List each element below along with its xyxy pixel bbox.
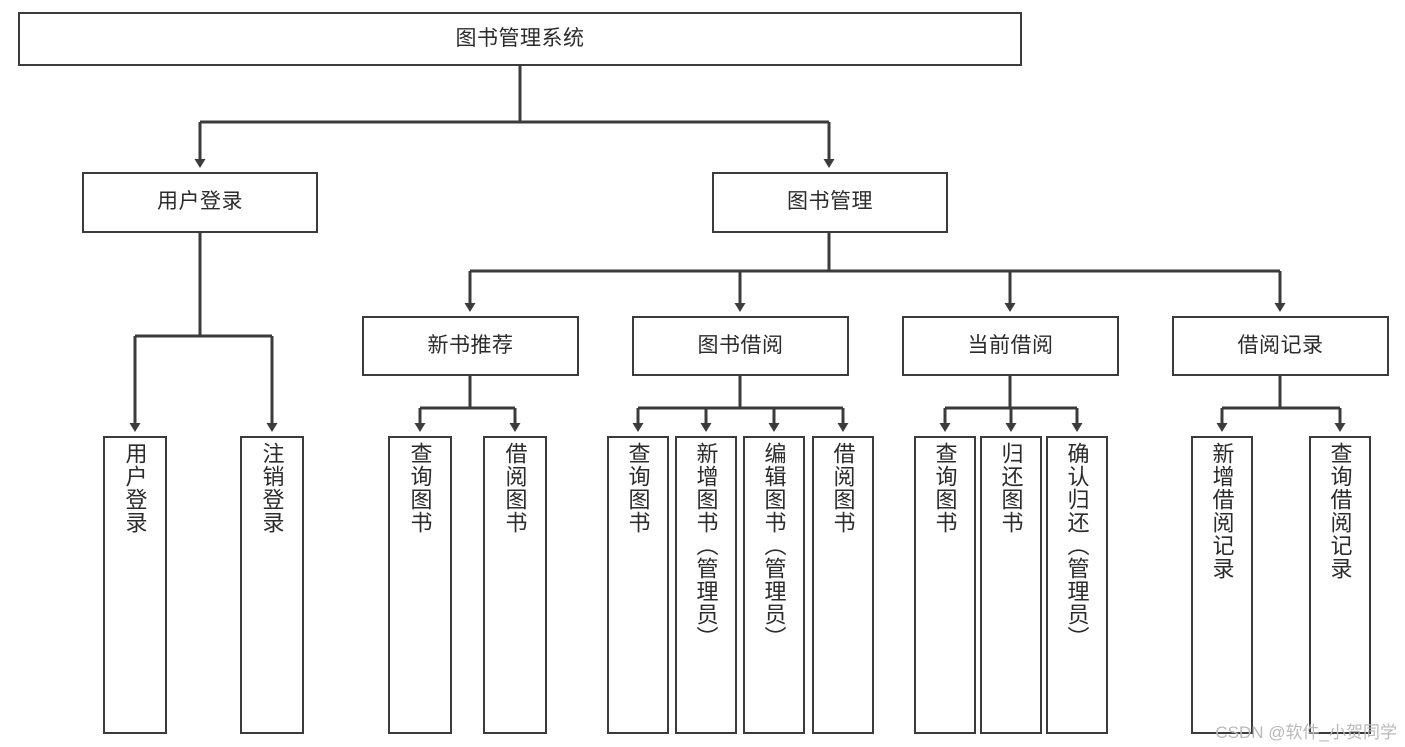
leaf-user-login-login[interactable]: 用户登录 <box>103 436 167 734</box>
node-root-label: 图书管理系统 <box>455 26 585 50</box>
leaf-current-borrow-query-book[interactable]: 查询图书 <box>914 436 976 734</box>
node-current-borrow-label: 当前借阅 <box>967 333 1054 357</box>
leaf-label: 用户登录 <box>122 442 148 534</box>
leaf-label: 新增借阅记录 <box>1209 442 1235 580</box>
node-book-management[interactable]: 图书管理 <box>712 172 948 233</box>
leaf-label: 注销登录 <box>259 442 285 534</box>
node-user-login-label: 用户登录 <box>157 190 243 214</box>
leaf-book-borrow-add-book-admin[interactable]: 新增图书（管理员） <box>675 436 737 734</box>
node-user-login[interactable]: 用户登录 <box>82 172 318 233</box>
node-current-borrow[interactable]: 当前借阅 <box>902 316 1119 376</box>
leaf-new-book-query-book[interactable]: 查询图书 <box>388 436 452 734</box>
leaf-label: 归还图书 <box>998 442 1024 534</box>
leaf-book-borrow-edit-book-admin[interactable]: 编辑图书（管理员） <box>743 436 805 734</box>
leaf-label: 查询图书 <box>932 442 958 534</box>
leaf-label: 确认归还（管理员） <box>1064 442 1090 649</box>
leaf-book-borrow-query-book[interactable]: 查询图书 <box>607 436 669 734</box>
leaf-user-login-logout[interactable]: 注销登录 <box>240 436 304 734</box>
leaf-book-borrow-borrow-book[interactable]: 借阅图书 <box>812 436 874 734</box>
node-book-management-label: 图书管理 <box>787 190 873 214</box>
leaf-label: 编辑图书（管理员） <box>761 442 787 649</box>
leaf-label: 借阅图书 <box>502 442 528 534</box>
node-book-borrow-label: 图书借阅 <box>697 333 784 357</box>
leaf-borrow-record-add-record[interactable]: 新增借阅记录 <box>1191 436 1253 734</box>
node-root-book-management-system[interactable]: 图书管理系统 <box>18 12 1022 66</box>
leaf-label: 查询图书 <box>625 442 651 534</box>
watermark-text: CSDN @软件_小贺同学 <box>1215 723 1397 742</box>
node-borrow-record[interactable]: 借阅记录 <box>1172 316 1389 376</box>
leaf-label: 借阅图书 <box>830 442 856 534</box>
leaf-label: 查询借阅记录 <box>1327 442 1353 580</box>
leaf-borrow-record-query-record[interactable]: 查询借阅记录 <box>1309 436 1371 734</box>
leaf-label: 查询图书 <box>407 442 433 534</box>
leaf-new-book-borrow-book[interactable]: 借阅图书 <box>483 436 547 734</box>
node-new-book-recommend[interactable]: 新书推荐 <box>362 316 579 376</box>
leaf-current-borrow-confirm-return-admin[interactable]: 确认归还（管理员） <box>1046 436 1108 734</box>
leaf-label: 新增图书（管理员） <box>693 442 719 649</box>
leaf-current-borrow-return-book[interactable]: 归还图书 <box>980 436 1042 734</box>
node-borrow-record-label: 借阅记录 <box>1237 333 1324 357</box>
node-new-book-recommend-label: 新书推荐 <box>427 333 514 357</box>
node-book-borrow[interactable]: 图书借阅 <box>632 316 849 376</box>
